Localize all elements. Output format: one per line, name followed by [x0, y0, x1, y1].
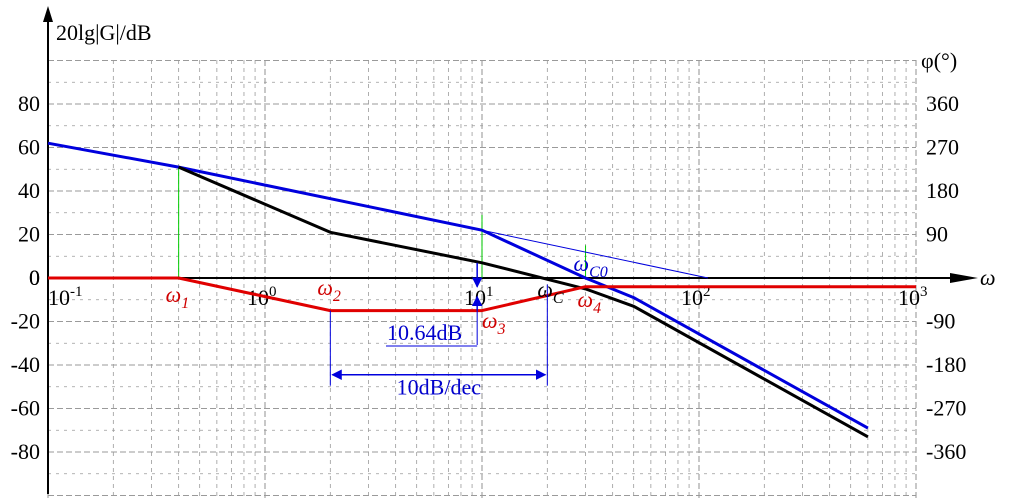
y-tick-label-left: 0	[29, 265, 40, 290]
label-ωC0: ωC0	[574, 251, 608, 281]
series-line-black-1	[178, 165, 869, 439]
x-tick-label: 10-1	[48, 284, 83, 310]
y-tick-label-left: 0	[29, 265, 40, 290]
y-tick-label-right: 270	[926, 135, 959, 160]
series-line-red-2	[48, 276, 916, 313]
label-ω1: ω1	[166, 282, 190, 312]
label-ω3: ω3	[482, 308, 506, 338]
y-tick-label-left: 60	[18, 135, 40, 160]
y-tick-label-right: 180	[926, 178, 959, 203]
y-tick-label-right: -180	[926, 352, 966, 377]
annotation-text: 10dB/dec	[397, 375, 482, 400]
series-line-blue-0	[47, 141, 869, 430]
series-line-blue-3	[481, 229, 709, 279]
x-tick-label: 101	[464, 284, 494, 310]
y-tick-label-left: 80	[18, 91, 40, 116]
y-tick-label-right: 90	[926, 222, 948, 247]
x-tick-label: 100	[247, 284, 277, 310]
y-tick-label-right: 360	[926, 91, 959, 116]
axes: 20lg|G|/dBφ(°)ω806040200-20-40-60-800360…	[11, 6, 996, 494]
annotation-text: 10.64dB	[387, 320, 462, 345]
y-axis-label-left: 20lg|G|/dB	[56, 20, 152, 45]
series	[47, 141, 916, 439]
y-tick-label-right: -270	[926, 396, 966, 421]
y-tick-label-left: 40	[18, 178, 40, 203]
y-tick-label-left: -40	[11, 352, 40, 377]
y-tick-label-left: 20	[18, 222, 40, 247]
y-tick-label-right: -360	[926, 439, 966, 464]
x-tick-label: 102	[681, 284, 711, 310]
y-tick-label-left: -60	[11, 396, 40, 421]
label-ω2: ω2	[317, 275, 341, 305]
x-axis-arrow	[950, 273, 978, 283]
x-axis-label: ω	[980, 265, 996, 290]
x-tick-label: 103	[898, 284, 928, 310]
y-tick-label-left: -80	[11, 439, 40, 464]
label-ω4: ω4	[578, 287, 602, 317]
y-tick-label-left: -20	[11, 309, 40, 334]
labels: ω1 ω2 ω3 ω4 ωC ωC0 10.64dB 10dB/dec	[166, 251, 608, 400]
y-axis-arrow	[43, 6, 53, 22]
y-axis-label-right: φ(°)	[921, 48, 957, 73]
y-tick-label-right: -90	[926, 309, 955, 334]
label-ωC: ωC	[537, 277, 564, 307]
